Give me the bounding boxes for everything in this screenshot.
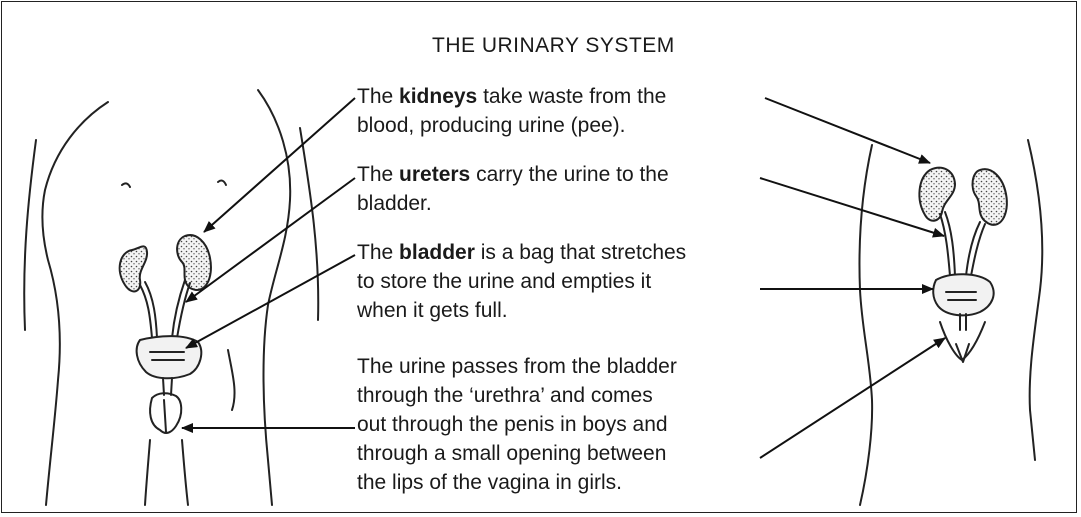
arrow-kidneys-right <box>765 98 930 163</box>
bladder-line-2: to store the urine and empties it <box>357 267 686 296</box>
girl-left-kidney <box>919 168 955 221</box>
girl-right-outline <box>1028 140 1042 460</box>
boy-left-kidney <box>120 246 147 291</box>
boy-hip-line <box>228 350 235 410</box>
arrow-ureters-left <box>186 178 355 302</box>
girl-bladder <box>933 274 993 315</box>
boy-nipple-left <box>122 183 130 187</box>
girl-vulva <box>940 322 985 360</box>
boy-nipple-right <box>218 181 226 185</box>
boy-leg-line-right <box>182 440 188 505</box>
urethra-paragraph: The urine passes from the bladder throug… <box>357 352 677 497</box>
bladder-line-3: when it gets full. <box>357 296 686 325</box>
urethra-line-5: the lips of the vagina in girls. <box>357 468 677 497</box>
bladder-paragraph: The bladder is a bag that stretches to s… <box>357 238 686 325</box>
bladder-term: bladder <box>399 241 475 264</box>
boy-right-torso-outline <box>258 90 290 505</box>
arrow-kidneys-left <box>204 98 355 232</box>
boy-leg-line-left <box>145 440 150 505</box>
arrow-ureters-right <box>760 178 944 236</box>
ureters-line-1: The ureters carry the urine to the <box>357 160 669 189</box>
diagram-title: THE URINARY SYSTEM <box>432 34 772 58</box>
kidneys-term: kidneys <box>399 85 477 108</box>
kidneys-paragraph: The kidneys take waste from the blood, p… <box>357 82 666 140</box>
ureters-line-2: bladder. <box>357 189 669 218</box>
urethra-line-3: out through the penis in boys and <box>357 410 677 439</box>
boy-left-torso-outline <box>42 102 108 505</box>
boy-figure <box>24 90 318 505</box>
kidneys-line-2: blood, producing urine (pee). <box>357 111 666 140</box>
urethra-line-4: through a small opening between <box>357 439 677 468</box>
boy-right-arm-outline <box>300 128 318 320</box>
ureters-paragraph: The ureters carry the urine to the bladd… <box>357 160 669 218</box>
bladder-line-1: The bladder is a bag that stretches <box>357 238 686 267</box>
girl-left-outline <box>860 145 873 505</box>
ureters-term: ureters <box>399 163 470 186</box>
girl-right-kidney <box>973 169 1007 225</box>
boy-right-kidney <box>177 235 211 290</box>
girl-figure <box>860 140 1043 505</box>
urethra-line-2: through the ‘urethra’ and comes <box>357 381 677 410</box>
urethra-line-1: The urine passes from the bladder <box>357 352 677 381</box>
arrow-urethra-right <box>760 338 945 458</box>
boy-right-ureter-2 <box>177 283 190 338</box>
kidneys-line-1: The kidneys take waste from the <box>357 82 666 111</box>
boy-left-arm-outline <box>24 140 36 330</box>
boy-bladder <box>137 336 202 378</box>
